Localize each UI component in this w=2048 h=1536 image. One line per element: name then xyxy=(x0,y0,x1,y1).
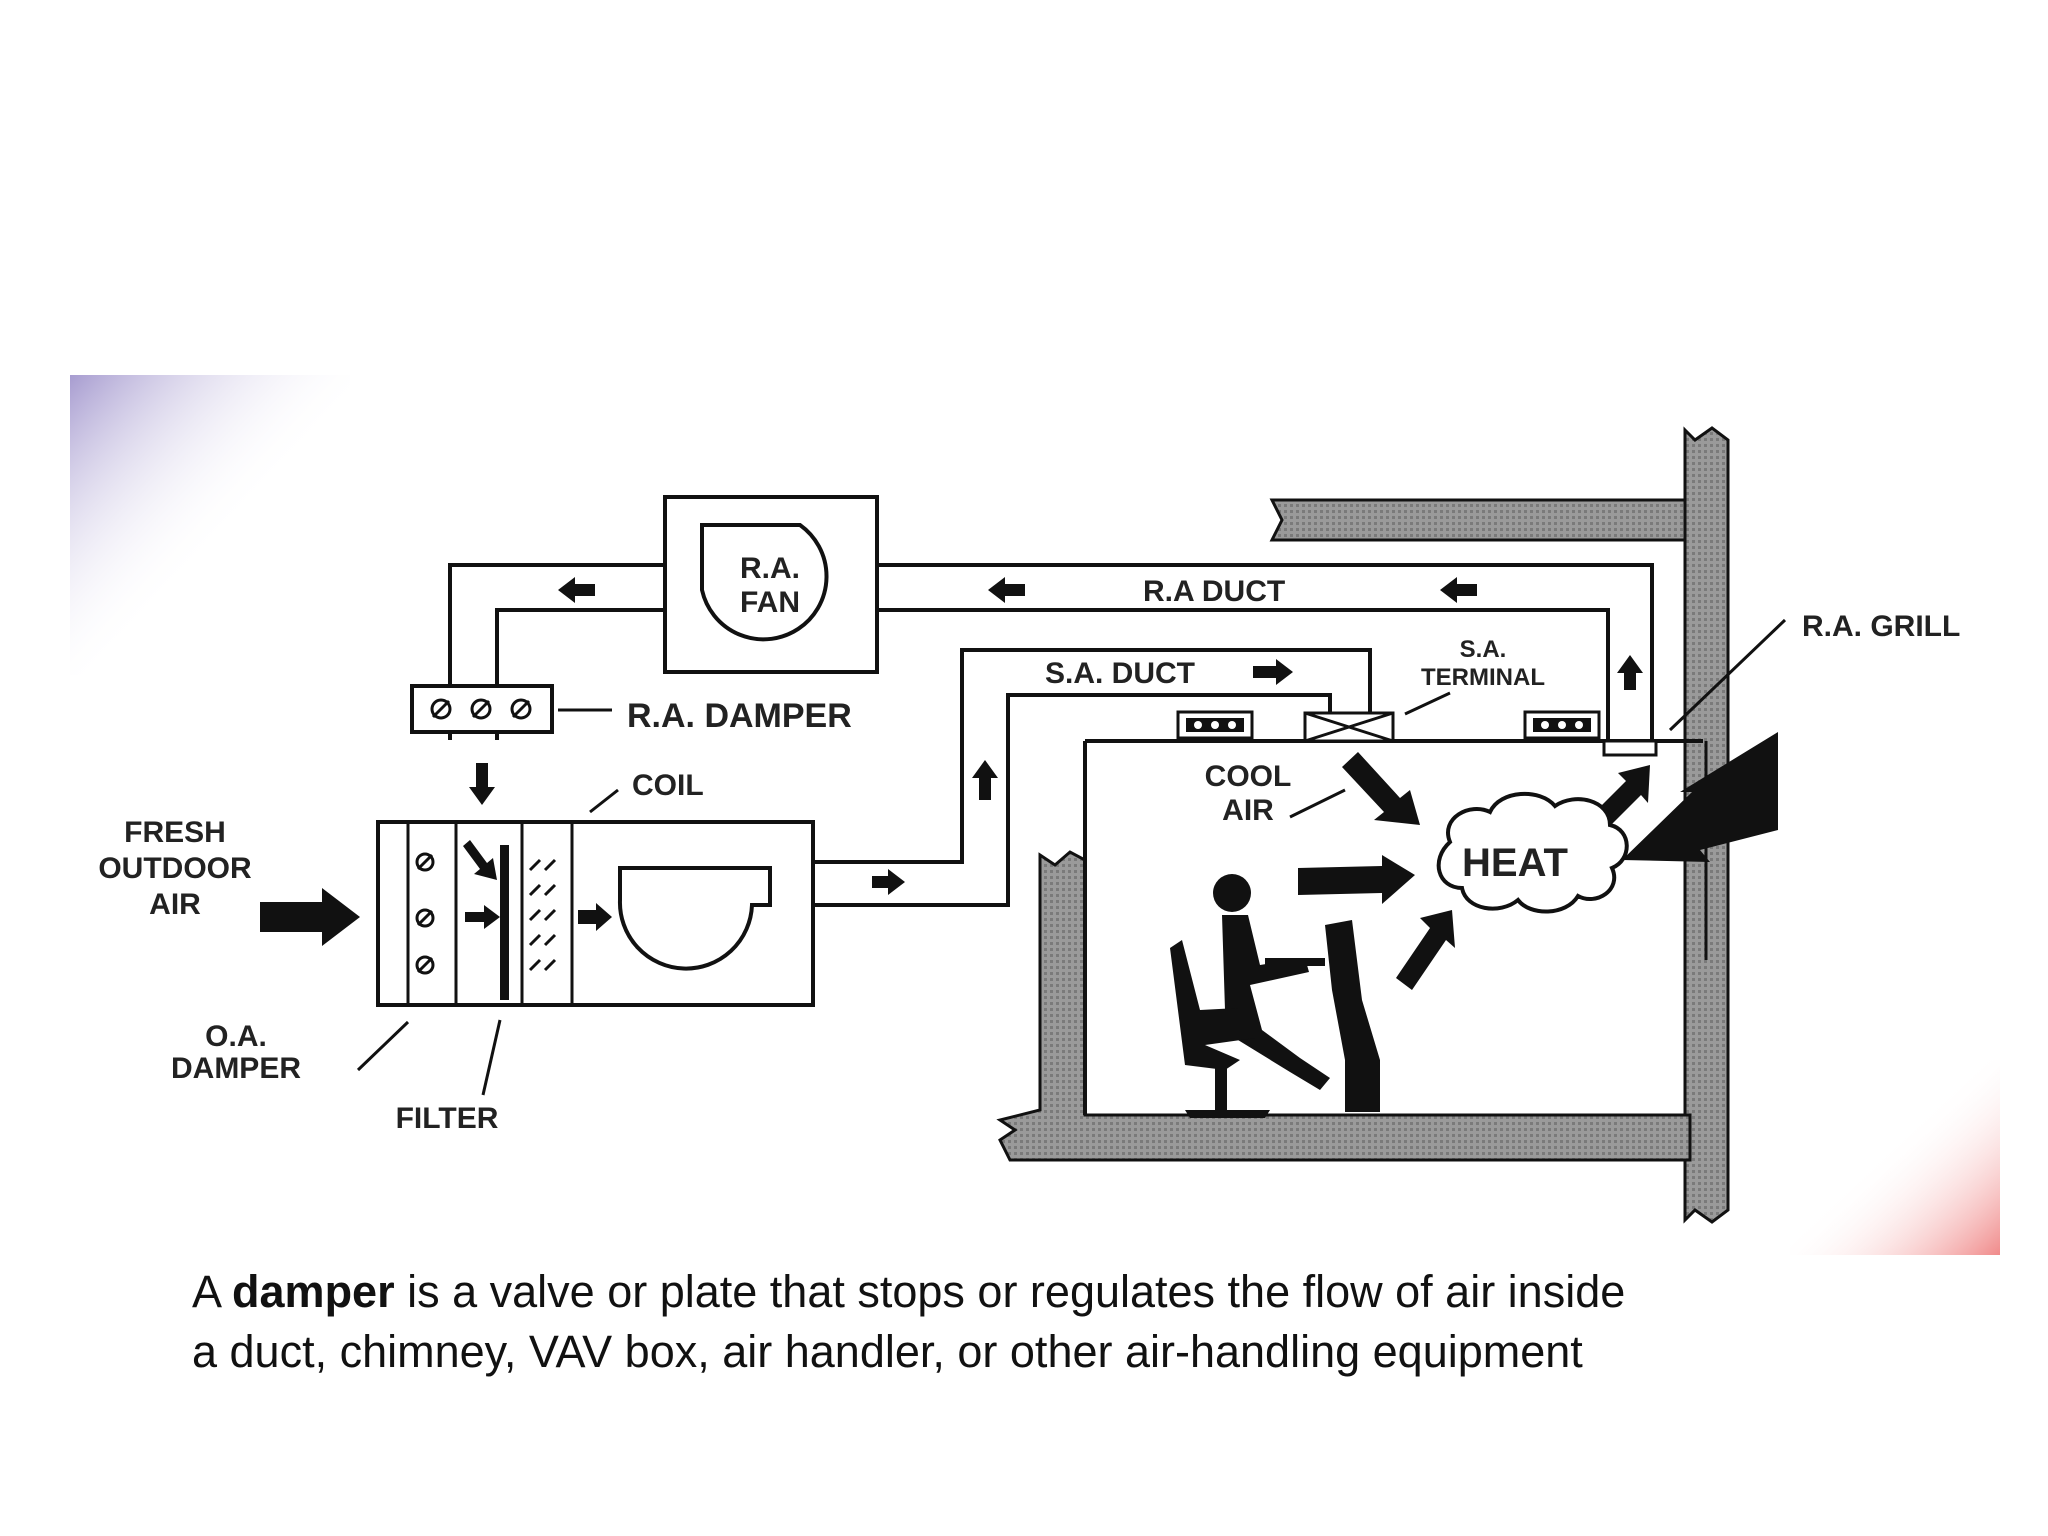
arrow-ra-left-3 xyxy=(1440,577,1477,603)
ra-damper-blades xyxy=(430,698,532,720)
label-ra-fan-1: R.A. xyxy=(740,552,800,585)
label-ra-fan-2: FAN xyxy=(740,586,800,619)
leader-lines xyxy=(356,618,1787,1096)
building-walls xyxy=(996,426,1730,1224)
ra-fan-scroll xyxy=(700,523,829,642)
label-coil: COIL xyxy=(632,769,704,802)
label-fresh-outdoor-air-3: AIR xyxy=(149,888,201,921)
label-fresh-outdoor-air-2: OUTDOOR xyxy=(98,852,252,885)
ceiling-diffuser-left xyxy=(1176,710,1254,740)
label-heat: HEAT xyxy=(1462,841,1568,885)
label-cool-air-2: AIR xyxy=(1222,794,1274,827)
arrow-coil-out xyxy=(578,903,612,931)
filter-bar xyxy=(500,845,509,1000)
arrow-fresh-air xyxy=(260,888,360,946)
ra-grill-leader xyxy=(1668,618,1787,732)
label-oa-damper-2: DAMPER xyxy=(171,1052,301,1085)
label-filter: FILTER xyxy=(396,1102,499,1135)
ceiling-diffuser-right xyxy=(1523,710,1601,740)
labels: R.A. FAN R.A DUCT S.A. DUCT S.A. TERMINA… xyxy=(98,552,1960,1135)
coil-leader xyxy=(589,788,619,814)
label-cool-air-1: COOL xyxy=(1205,760,1292,793)
arrow-ra-up xyxy=(1617,655,1643,690)
label-ra-damper: R.A. DAMPER xyxy=(627,697,852,735)
caption-rest: is a valve or plate that stops or regula… xyxy=(394,1266,1626,1317)
caption-bold-term: damper xyxy=(232,1266,395,1317)
sa-fan-scroll xyxy=(617,866,772,971)
arrow-computer-to-heat xyxy=(1396,910,1455,990)
person-at-computer xyxy=(1170,874,1380,1118)
corner-gradient-purple xyxy=(70,375,350,675)
label-sa-terminal-1: S.A. xyxy=(1460,636,1507,663)
corner-gradient-red xyxy=(1790,1060,2000,1255)
caption-line-1: A damper is a valve or plate that stops … xyxy=(192,1262,1792,1322)
arrow-sa-up xyxy=(972,760,998,800)
arrow-mix xyxy=(465,905,500,929)
arrow-sa-out xyxy=(872,869,905,895)
heat-cloud xyxy=(1436,792,1629,914)
label-fresh-outdoor-air-1: FRESH xyxy=(124,816,226,849)
arrow-ra-down xyxy=(469,763,495,805)
arrow-ra-into-mix xyxy=(463,840,497,880)
arrow-sa-right xyxy=(1253,659,1293,685)
caption-prefix: A xyxy=(192,1266,233,1317)
label-ra-duct: R.A DUCT xyxy=(1143,575,1285,608)
coil-hatching xyxy=(528,858,557,972)
sa-terminal-leader xyxy=(1404,691,1451,716)
label-sa-terminal-2: TERMINAL xyxy=(1421,664,1545,691)
oa-damper-leader xyxy=(356,1020,410,1072)
arrow-wall-heat xyxy=(1622,732,1778,862)
oa-damper-blades xyxy=(415,852,435,975)
arrow-cool-to-heat xyxy=(1342,752,1420,825)
label-sa-duct: S.A. DUCT xyxy=(1045,657,1195,690)
filter-leader xyxy=(481,1019,502,1096)
arrow-person-to-heat xyxy=(1298,855,1415,904)
arrow-ra-left-1 xyxy=(558,577,595,603)
label-ra-grill: R.A. GRILL xyxy=(1802,610,1960,643)
sa-duct xyxy=(813,648,1372,907)
arrow-ra-left-2 xyxy=(988,577,1025,603)
cool-air-leader xyxy=(1289,788,1346,819)
sa-terminal-x2 xyxy=(1304,711,1394,743)
label-oa-damper-1: O.A. xyxy=(205,1020,267,1053)
ra-grill xyxy=(1602,739,1658,757)
flow-arrows xyxy=(260,577,1778,990)
caption-line-2: a duct, chimney, VAV box, air handler, o… xyxy=(192,1326,1583,1377)
caption: A damper is a valve or plate that stops … xyxy=(192,1262,1792,1382)
